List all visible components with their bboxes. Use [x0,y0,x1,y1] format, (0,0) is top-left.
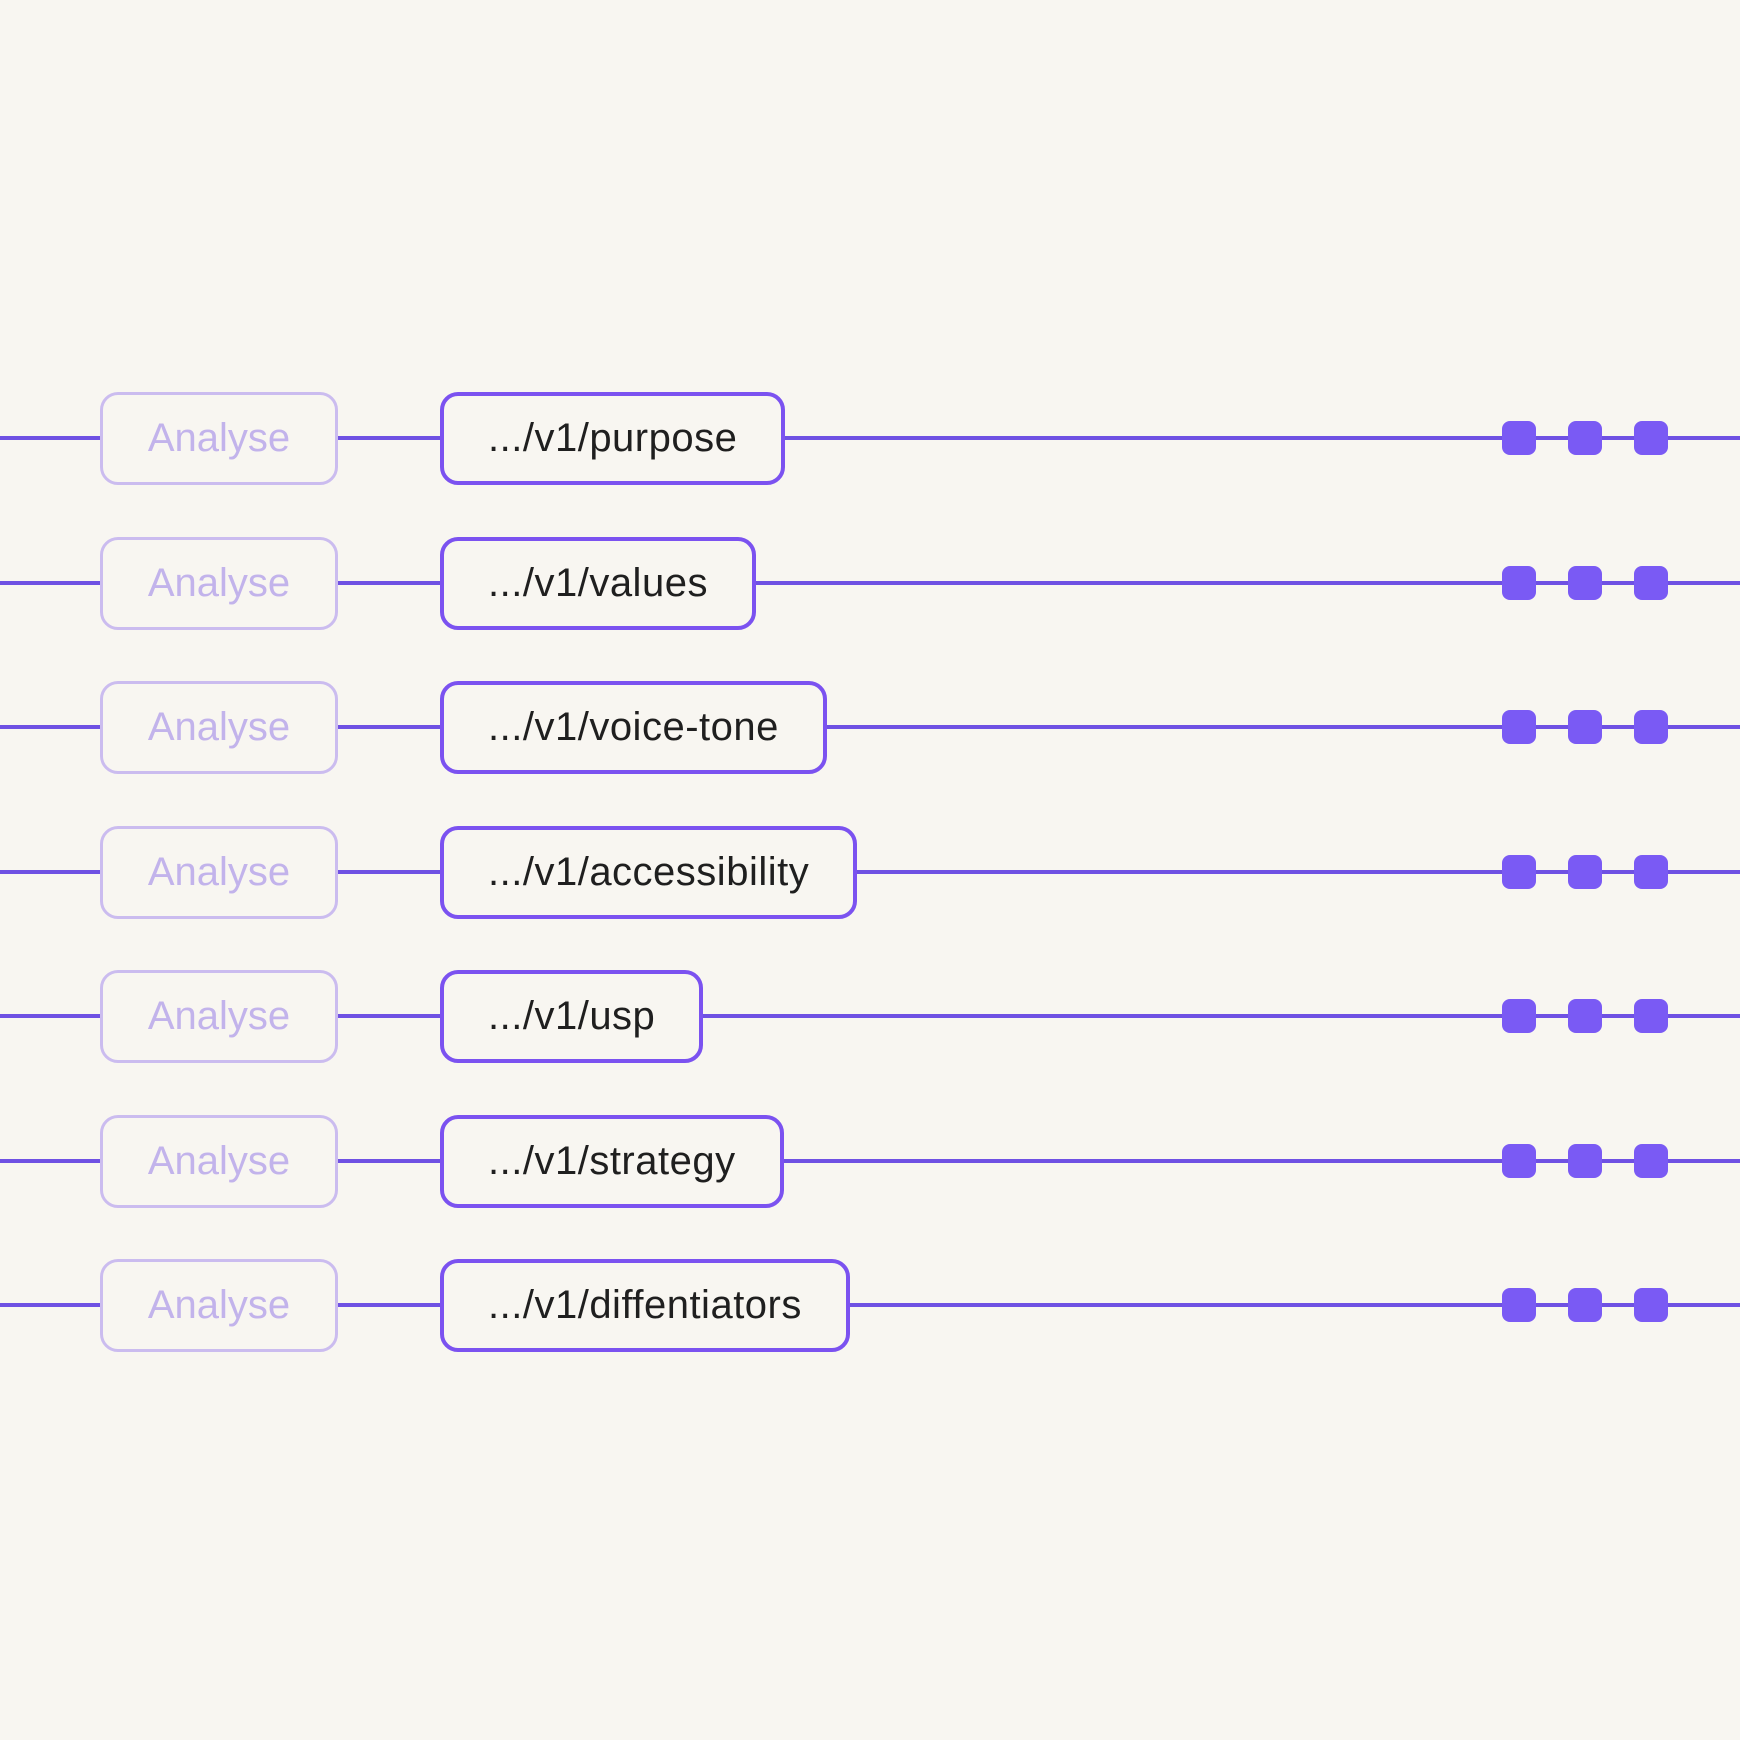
flow-line [783,1114,1740,1208]
flow-square [1568,1288,1602,1322]
flow-line [857,825,1740,919]
connector-line [338,1159,440,1163]
connector-line [755,581,1740,585]
endpoint-row: Analyse .../v1/values [0,536,1740,630]
flow-square [1634,710,1668,744]
flow-square [1502,566,1536,600]
flow-square [1502,421,1536,455]
flow-square [1568,999,1602,1033]
endpoint-label: .../v1/usp [488,993,656,1038]
connector-line [857,870,1740,874]
endpoint-node[interactable]: .../v1/purpose [440,391,786,485]
flow-square [1568,855,1602,889]
endpoint-row: Analyse .../v1/usp [0,969,1740,1063]
analyse-node[interactable]: Analyse [100,1258,338,1352]
endpoint-row: Analyse .../v1/strategy [0,1114,1740,1208]
analyse-node[interactable]: Analyse [100,536,338,630]
endpoint-node[interactable]: .../v1/accessibility [440,825,858,919]
endpoint-label: .../v1/accessibility [488,849,810,894]
flow-square [1502,1288,1536,1322]
flow-line [785,391,1740,485]
flow-square [1634,566,1668,600]
analyse-label: Analyse [147,704,291,749]
connector-line [0,870,100,874]
flow-square [1502,999,1536,1033]
endpoint-label: .../v1/values [488,560,708,605]
flow-square [1568,566,1602,600]
analyse-label: Analyse [147,849,291,894]
connector-line [0,436,100,440]
flow-square [1634,421,1668,455]
connector-line [338,581,440,585]
connector-line [338,1303,440,1307]
endpoint-row: Analyse .../v1/purpose [0,391,1740,485]
endpoint-label: .../v1/voice-tone [488,704,779,749]
flow-line [703,969,1740,1063]
analyse-node[interactable]: Analyse [100,1114,338,1208]
analyse-label: Analyse [147,560,291,605]
connector-line [338,870,440,874]
analyse-node[interactable]: Analyse [100,391,338,485]
endpoint-node[interactable]: .../v1/voice-tone [440,680,827,774]
flow-line [849,1258,1740,1352]
flow-square [1634,1144,1668,1178]
connector-line [338,436,440,440]
connector-line [0,581,100,585]
endpoint-row: Analyse .../v1/voice-tone [0,680,1740,774]
connector-line [0,725,100,729]
flow-square [1568,1144,1602,1178]
connector-line [703,1014,1740,1018]
endpoint-label: .../v1/diffentiators [488,1282,802,1327]
endpoint-node[interactable]: .../v1/strategy [440,1114,784,1208]
flow-square [1568,710,1602,744]
flow-line [826,680,1740,774]
analyse-label: Analyse [147,1138,291,1183]
connector-line [0,1303,100,1307]
endpoint-node[interactable]: .../v1/usp [440,969,704,1063]
flow-square [1634,999,1668,1033]
endpoint-label: .../v1/strategy [488,1138,736,1183]
connector-line [783,1159,1740,1163]
analyse-node[interactable]: Analyse [100,680,338,774]
flow-square [1502,855,1536,889]
analyse-node[interactable]: Analyse [100,969,338,1063]
analyse-label: Analyse [147,415,291,460]
endpoint-node[interactable]: .../v1/diffentiators [440,1258,850,1352]
endpoint-label: .../v1/purpose [488,415,738,460]
flow-line [755,536,1740,630]
flow-square [1568,421,1602,455]
endpoint-node[interactable]: .../v1/values [440,536,756,630]
endpoint-row: Analyse .../v1/diffentiators [0,1258,1740,1352]
connector-line [0,1014,100,1018]
flow-square [1634,1288,1668,1322]
connector-line [0,1159,100,1163]
connector-line [338,725,440,729]
analyse-label: Analyse [147,993,291,1038]
flow-square [1634,855,1668,889]
analyse-label: Analyse [147,1282,291,1327]
connector-line [849,1303,1740,1307]
flow-square [1502,1144,1536,1178]
analyse-node[interactable]: Analyse [100,825,338,919]
connector-line [338,1014,440,1018]
connector-line [785,436,1740,440]
connector-line [826,725,1740,729]
flow-square [1502,710,1536,744]
endpoint-row: Analyse .../v1/accessibility [0,825,1740,919]
